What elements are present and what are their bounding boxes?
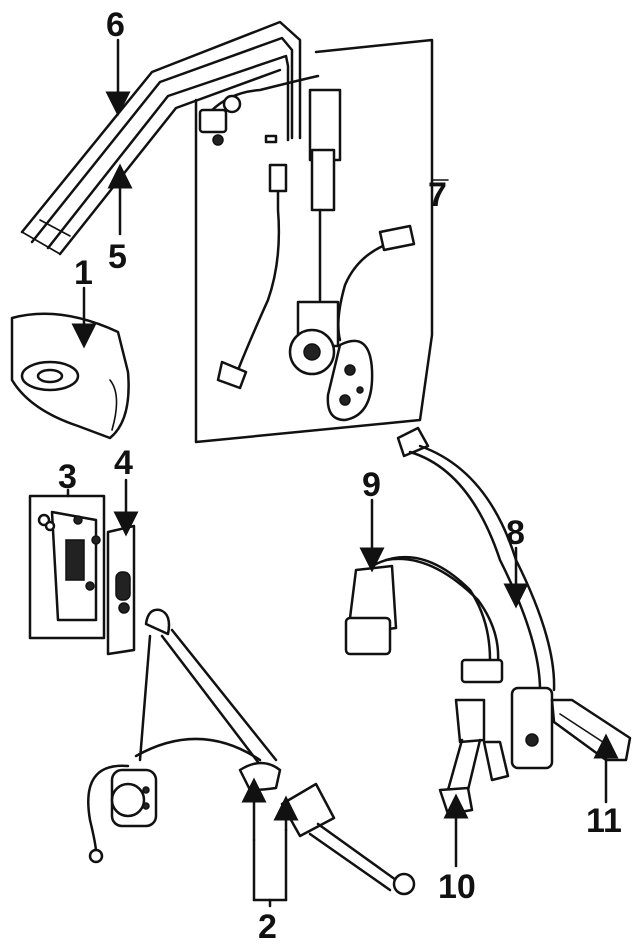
- height-adjuster: [91, 524, 136, 656]
- front-belt-assembly: [87, 608, 416, 896]
- anchor-plate-11: [550, 698, 632, 762]
- callout-2: 2: [258, 908, 277, 946]
- part-7-box: [194, 38, 449, 444]
- rear-belt-9: [344, 555, 504, 684]
- callout-10: 10: [438, 868, 476, 906]
- callout-6: 6: [106, 6, 125, 44]
- rear-belt-8: [396, 426, 556, 782]
- airbag-module: [10, 312, 130, 440]
- callout-4: 4: [114, 444, 133, 482]
- callout-9: 9: [362, 466, 381, 504]
- callout-labels: 6 5 1 7 3 4 9 8 11 10 2: [58, 6, 622, 946]
- callout-11: 11: [586, 802, 622, 840]
- rear-buckle-10: [438, 698, 486, 816]
- callout-8: 8: [506, 514, 525, 552]
- retractor-assembly: [198, 74, 416, 422]
- callout-5: 5: [108, 238, 127, 276]
- callout-7: 7: [428, 176, 447, 214]
- part-3-box: [28, 494, 106, 640]
- leader-lines: [66, 38, 619, 908]
- weatherstrip-part: [20, 20, 302, 256]
- callout-3: 3: [58, 458, 77, 496]
- callout-1: 1: [74, 254, 93, 292]
